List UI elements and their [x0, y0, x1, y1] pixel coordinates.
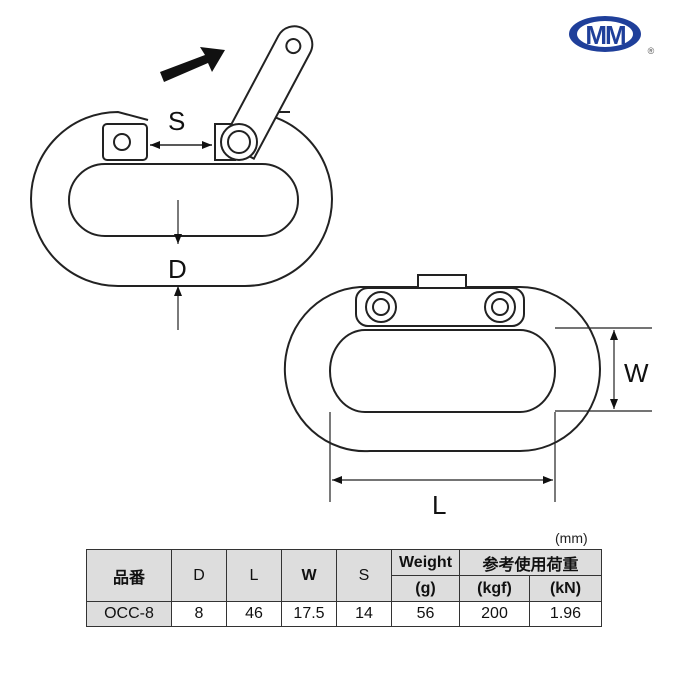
arrow-icon: [160, 47, 225, 82]
dim-D: D: [168, 254, 187, 284]
header-kn: (kN): [529, 575, 602, 602]
header-weight: Weight: [391, 549, 460, 576]
right-link-outer: [283, 286, 601, 453]
header-L: L: [226, 549, 282, 602]
table-row: OCC-8 8 46 17.5 14 56 200 1.96: [86, 601, 602, 627]
carabiner-drawing: S D W L: [30, 25, 652, 520]
header-weight-unit: (g): [391, 575, 460, 602]
cell-D: 8: [171, 601, 227, 627]
unit-label: (mm): [555, 530, 588, 546]
header-load: 参考使用荷重: [459, 549, 602, 576]
dim-S: S: [168, 106, 185, 136]
right-link-inner: [329, 329, 556, 413]
brand-logo: MM ®: [569, 16, 655, 56]
left-link-inner: [68, 163, 299, 237]
header-D: D: [171, 549, 227, 602]
header-part-no: 品番: [86, 549, 172, 602]
cell-kn: 1.96: [529, 601, 602, 627]
cell-kgf: 200: [459, 601, 530, 627]
dim-W: W: [624, 358, 649, 388]
cell-part-no: OCC-8: [86, 601, 172, 627]
svg-text:®: ®: [648, 46, 655, 56]
svg-text:MM: MM: [585, 20, 625, 50]
cell-W: 17.5: [281, 601, 337, 627]
cell-weight: 56: [391, 601, 460, 627]
left-link-outer: [30, 110, 333, 287]
header-S: S: [336, 549, 392, 602]
cell-L: 46: [226, 601, 282, 627]
header-kgf: (kgf): [459, 575, 530, 602]
cell-S: 14: [336, 601, 392, 627]
header-W: W: [281, 549, 337, 602]
spec-table: 品番 D L W S Weight 参考使用荷重 (g) (kgf) (kN) …: [86, 549, 602, 627]
dim-L: L: [432, 490, 446, 520]
